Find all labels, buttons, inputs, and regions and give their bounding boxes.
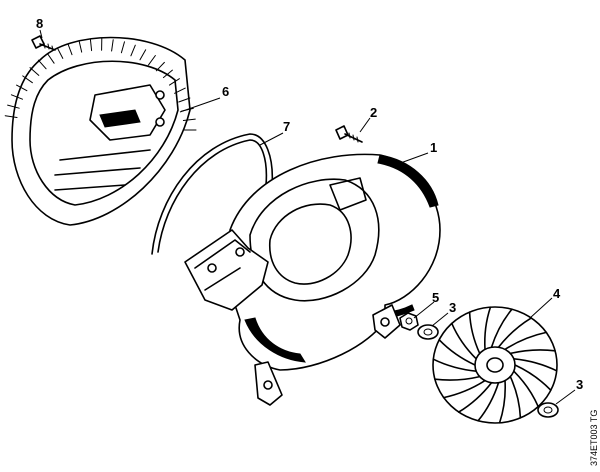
callout-8: 8 [36,16,43,31]
cover-rib [47,53,55,64]
fan-impeller [432,306,558,424]
cover-rib [182,118,196,121]
impeller-blade [451,322,477,360]
cover-rib [169,78,180,86]
impeller-blade [504,331,548,351]
callout-7: 7 [283,119,290,134]
impeller-blades [432,306,558,424]
cover-rib [22,75,33,84]
callout-6: 6 [222,84,229,99]
cover-rib [57,47,64,59]
fan-housing [184,153,441,406]
callout-3-lower: 3 [576,377,583,392]
cover-rib [111,39,114,52]
cover-rib [29,67,40,76]
impeller-blade [513,370,539,408]
cover-rib [130,44,136,57]
cover-rib [162,69,173,79]
cover-rib [139,49,147,61]
impeller-blade [509,349,556,355]
callout-2: 2 [370,105,377,120]
cover-rib [174,87,186,94]
cover-rib [78,40,83,53]
washer-part-3-lower [537,402,559,418]
impeller-blade [434,375,481,381]
cover-rib [37,59,47,70]
cover-rib [4,115,18,118]
impeller-blade [490,308,513,349]
screw-part-8 [31,35,56,51]
cover-rib [16,84,28,92]
callout-leaders [39,29,576,405]
cover-rib [67,43,73,56]
cover-rib [10,94,23,100]
callout-labels: 8 6 7 2 1 5 3 4 3 [36,16,583,392]
fan-housing-cover [4,36,197,226]
screw-part-2 [335,125,363,143]
nut-part-5 [399,312,419,331]
impeller-blade [484,306,492,351]
cover-rib [178,97,191,103]
impeller-blade [498,379,506,424]
cover-rib [155,61,165,72]
impeller-blade [514,364,552,391]
impeller-blade [513,358,558,372]
callout-5: 5 [432,290,439,305]
impeller-blade [509,375,522,419]
impeller-blade [468,311,481,355]
cover-rib [148,55,156,66]
cover-rib [120,41,125,54]
cover-ribs [4,38,197,131]
sealing-strip [151,133,274,255]
cover-rib [7,104,20,109]
drawing-code: 374ET003 TG [589,410,599,466]
impeller-blade [432,358,477,372]
callout-4: 4 [553,286,561,301]
callout-1: 1 [430,140,437,155]
impeller-blade [477,381,500,422]
impeller-blade [442,379,486,399]
impeller-blade [457,381,493,413]
cover-rib [89,38,93,52]
impeller-blade [497,317,533,349]
callout-3-upper: 3 [449,300,456,315]
washer-part-3-upper [417,324,439,340]
impeller-blade [438,339,476,366]
